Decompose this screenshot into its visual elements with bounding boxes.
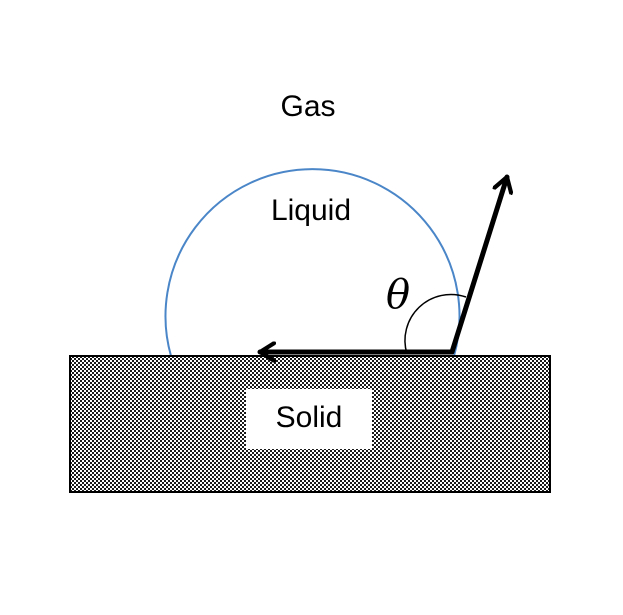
liquid-droplet-outline	[164, 168, 461, 357]
contact-angle-theta: θ	[386, 272, 410, 318]
solid-label: Solid	[276, 401, 343, 434]
contact-angle-arc	[404, 293, 467, 355]
liquid-label: Liquid	[271, 194, 351, 227]
solid-label-box	[246, 389, 372, 449]
gas-label: Gas	[280, 90, 335, 123]
liquid-gas-tension-arrow	[449, 174, 507, 355]
